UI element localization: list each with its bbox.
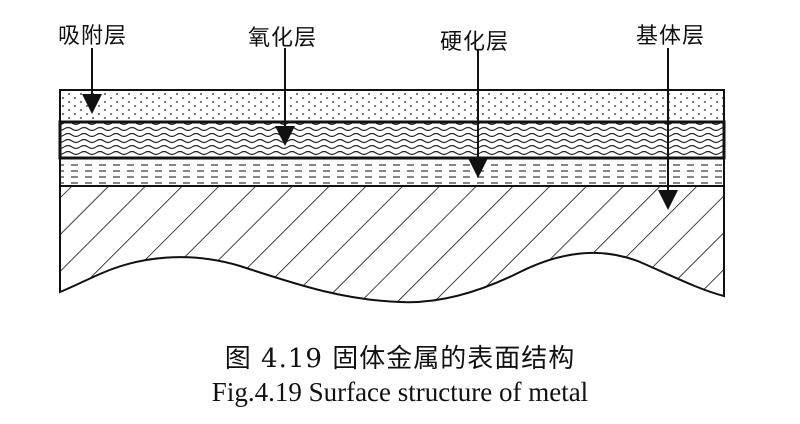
- oxide-layer-label: 氧化层: [248, 26, 318, 51]
- adsorption-layer-label: 吸附层: [58, 24, 128, 49]
- oxide-layer: [58, 120, 726, 160]
- figure-caption-chinese: 图 4.19 固体金属的表面结构: [224, 344, 576, 374]
- substrate-layer-label: 基体层: [636, 24, 706, 49]
- figure-caption-english: Fig.4.19 Surface structure of metal: [211, 377, 589, 407]
- hardened-layer-label: 硬化层: [440, 30, 510, 55]
- hardened-layer: [59, 157, 725, 187]
- substrate-layer: [59, 185, 725, 304]
- adsorption-layer: [59, 89, 725, 123]
